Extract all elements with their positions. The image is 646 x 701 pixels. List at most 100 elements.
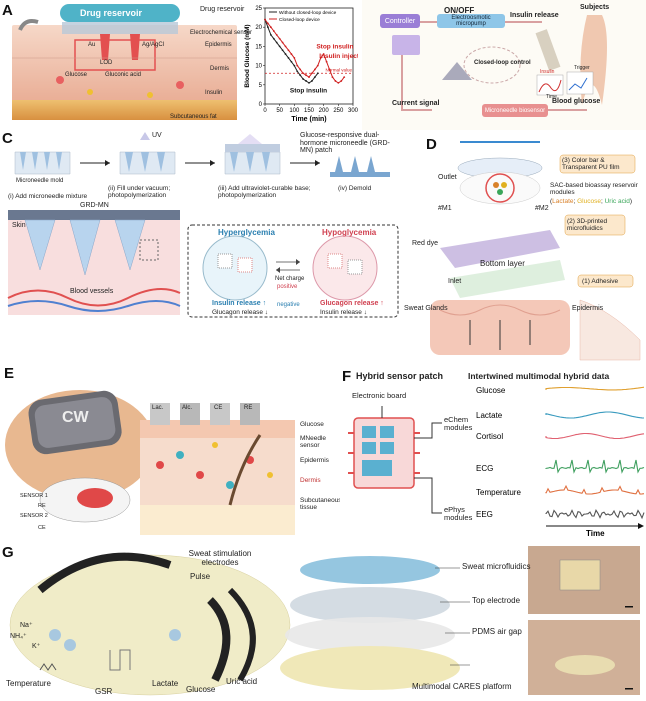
signal-name: Lactate <box>476 411 503 420</box>
data-point <box>340 80 343 82</box>
g-pdms: PDMS air gap <box>472 627 522 636</box>
data-point <box>322 53 325 55</box>
panel-label-d: D <box>426 136 437 153</box>
ephys-label: ePhys modules <box>444 505 473 523</box>
data-point <box>290 53 293 55</box>
y-axis-label: Blood Glucose (mM) <box>244 24 251 87</box>
layer-insulin: Insulin <box>205 90 223 96</box>
panel-e-illustration <box>5 390 295 535</box>
layer-epidermis: Epidermis <box>205 42 232 48</box>
y-tick-label: 5 <box>259 83 263 89</box>
lactate-label: Lactate <box>552 198 574 205</box>
data-point <box>275 33 278 36</box>
data-point <box>316 64 319 67</box>
g-sweat-stim: Sweat stimulation electrodes <box>188 549 252 567</box>
closed-loop-label: Closed-loop control <box>474 60 531 66</box>
data-point <box>287 49 290 52</box>
panel-f: F Hybrid sensor patch Intertwined multim… <box>342 368 646 538</box>
panel-c-process <box>7 132 399 318</box>
signal-trace <box>545 459 645 474</box>
annotation-stop-insulin-1: Stop insulin <box>316 43 353 50</box>
time-label-f: Time <box>586 529 605 538</box>
panel-g-illustration <box>9 546 640 696</box>
outlet-label: Outlet <box>438 174 457 181</box>
insulin-release-label: Insulin release <box>510 12 559 19</box>
layer-glucose-e: Glucose <box>300 421 324 428</box>
y-tick-label: 25 <box>255 6 262 12</box>
data-point <box>290 60 293 63</box>
data-point <box>328 68 331 71</box>
panel-label-e: E <box>4 365 15 382</box>
panel-d: D (3) Color bar & Transparent PU film Ou… <box>400 130 646 365</box>
data-point <box>308 76 310 79</box>
ion-na: Na⁺ <box>20 622 33 629</box>
step-3: (iii) Add ultraviolet-curable base; phot… <box>218 185 311 200</box>
g-top-electrode: Top electrode <box>472 596 521 605</box>
sweat-glands-label: Sweat Glands <box>404 305 448 312</box>
grdmn-label: GRD-MN <box>80 202 109 209</box>
uv-label: UV <box>152 132 162 139</box>
vessels-label: Blood vessels <box>70 288 114 295</box>
y-tick-label: 15 <box>255 44 262 50</box>
x-tick-label: 150 <box>304 108 315 114</box>
uric-label: Uric acid <box>604 198 630 205</box>
pump-label: Electroosmotic micropump <box>451 15 491 27</box>
net-charge-label: Net charge <box>275 276 305 282</box>
data-point <box>311 72 313 75</box>
panel-label-g: G <box>2 544 14 561</box>
data-point <box>313 68 316 71</box>
sensor-ce: CE <box>38 525 46 531</box>
x-tick-label: 300 <box>348 108 358 114</box>
circuit-board <box>348 406 442 514</box>
g-gsr: GSR <box>95 687 113 696</box>
species-lod: LOD <box>100 60 113 66</box>
data-point <box>337 81 340 84</box>
data-point <box>269 26 272 29</box>
signal-name: EEG <box>476 510 493 519</box>
x-tick-label: 50 <box>276 108 283 114</box>
strip-lac: Lac. <box>152 405 164 411</box>
data-point <box>319 57 322 59</box>
x-tick-label: 200 <box>319 108 330 114</box>
time-arrow-icon <box>638 523 644 529</box>
data-point <box>302 72 305 75</box>
panel-g: G Na⁺ NH₄⁺ K⁺ Sweat stimulation electrod… <box>0 540 646 701</box>
g-microfluidics: Sweat microfluidics <box>462 562 531 571</box>
inlet-label: Inlet <box>448 278 462 285</box>
annotation-stop-insulin-2: Stop insulin <box>290 87 327 94</box>
data-point <box>302 78 305 80</box>
board-label: Electronic board <box>352 391 407 400</box>
device-text: CW <box>62 409 89 426</box>
sac-paren-open: ( <box>550 198 553 205</box>
x-tick-label: 100 <box>289 108 300 114</box>
time-label-b: Time <box>546 94 557 100</box>
signal-trace <box>545 484 645 495</box>
data-point <box>343 76 346 79</box>
panel-d-layers <box>430 141 641 361</box>
pump-box: Electroosmotic micropump <box>437 14 505 28</box>
hyper-out-1: Insulin release ↑ <box>212 300 267 307</box>
y-tick-label: 0 <box>259 102 263 108</box>
biosensor-box: Microneedle biosensor <box>482 104 548 117</box>
panel-a-illustration <box>12 4 237 120</box>
controller-box: Controller <box>380 14 420 28</box>
hypo-label: Hypoglycemia <box>322 228 377 237</box>
current-signal-label: Current signal <box>392 100 440 107</box>
data-point <box>305 80 307 82</box>
data-point <box>316 72 319 75</box>
signal-trace <box>545 411 645 419</box>
printed-label: (2) 3D-printed microfluidics <box>567 218 608 233</box>
g-temperature: Temperature <box>6 679 51 688</box>
hypo-out-2: Insulin release ↓ <box>320 309 367 316</box>
ion-nh4: NH₄⁺ <box>10 633 27 640</box>
sac-label: SAC-based bioassay reservoir modules <box>550 182 638 197</box>
g-cares: Multimodal CARES platform <box>412 682 512 691</box>
signal-trace <box>545 509 645 520</box>
m1-label: #M1 <box>438 205 452 212</box>
blood-glucose-label: Blood glucose <box>552 98 601 105</box>
glucose-label: Glucose <box>577 198 601 205</box>
data-point <box>331 76 334 79</box>
onoff-label: ON/OFF <box>444 6 475 15</box>
strip-alc: Alc. <box>182 405 193 411</box>
